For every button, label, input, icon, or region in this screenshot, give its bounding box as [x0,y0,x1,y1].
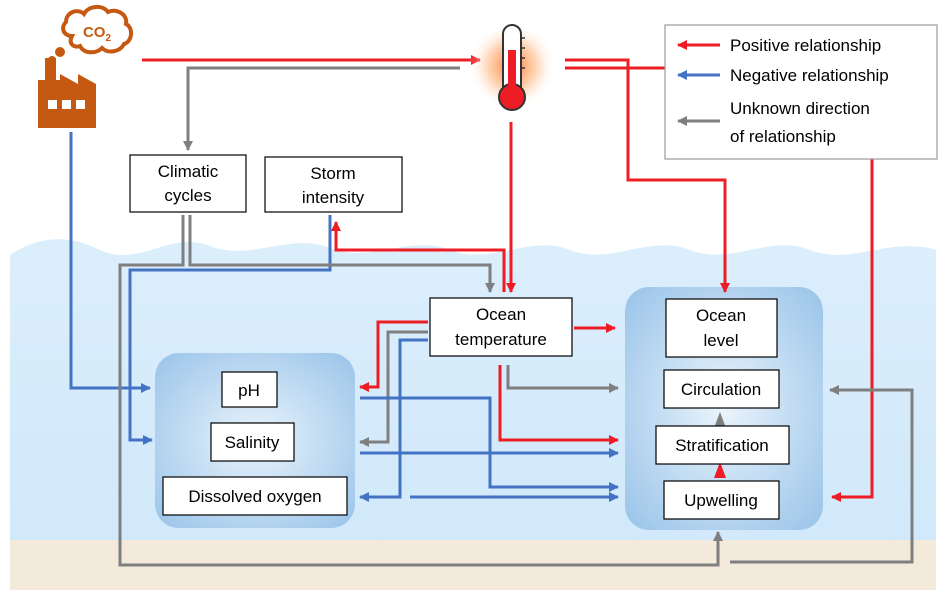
arrow-ocean-temperature-to-oxygen [359,338,428,502]
ocean-level-line2: level [704,331,739,350]
ph-label: pH [238,381,260,400]
ocean-temperature-line2: temperature [455,330,547,349]
stratification-label: Stratification [675,436,769,455]
arrow-loop-to-circulation [730,385,914,564]
node-ocean-temperature: Ocean temperature [429,297,573,357]
arrow-ph-to-upwelling [360,396,619,492]
legend: Positive relationship Negative relations… [664,24,938,160]
thermometer-icon [468,22,556,111]
arrow-temperature-to-ocean-level [565,58,730,293]
arrow-climatic-cycles-to-ocean-temperature [188,215,495,293]
arrow-ocean-temperature-to-stratification [498,365,619,445]
arrow-storm-to-salinity [128,215,332,445]
ocean-temperature-line1: Ocean [476,305,526,324]
arrow-ocean-temperature-to-salinity [359,330,428,447]
climatic-cycles-line1: Climatic [158,162,219,181]
node-salinity: Salinity [210,422,295,462]
upwelling-to-stratification-triangle [714,462,726,478]
arrow-ocean-temperature-to-storm [331,221,506,292]
node-ocean-level: Ocean level [665,298,778,358]
node-dissolved-oxygen: Dissolved oxygen [162,476,348,516]
storm-intensity-line2: intensity [302,188,365,207]
arrow-ocean-temperature-to-circulation [506,365,619,393]
storm-intensity-line1: Storm [310,164,355,183]
upwelling-label: Upwelling [684,491,758,510]
node-storm-intensity: Storm intensity [264,156,403,213]
factory-icon: CO2 [38,5,133,128]
co2-cloud-icon [61,5,133,55]
legend-negative-label: Negative relationship [730,66,889,85]
arrow-climatic-cycles-to-upwelling [118,215,723,567]
salinity-label: Salinity [225,433,280,452]
stratification-to-circulation-triangle [714,412,726,428]
dissolved-oxygen-label: Dissolved oxygen [188,487,321,506]
arrow-co2-to-ph [69,132,151,393]
node-climatic-cycles: Climatic cycles [129,154,247,213]
legend-positive-label: Positive relationship [730,36,881,55]
ocean-level-line1: Ocean [696,306,746,325]
legend-unknown-label-line1: Unknown direction [730,99,870,118]
circulation-label: Circulation [681,380,761,399]
node-circulation: Circulation [663,369,780,409]
node-ph: pH [221,371,278,408]
legend-unknown-label-line2: of relationship [730,127,836,146]
node-upwelling: Upwelling [663,480,780,520]
arrow-ocean-temperature-to-ph [359,320,428,392]
node-stratification: Stratification [655,425,790,465]
co2-label: CO2 [83,24,112,44]
connectors [69,55,914,567]
climatic-cycles-line2: cycles [164,186,211,205]
co2-subscript: 2 [105,33,111,44]
arrow-temperature-to-climatic-cycles [183,66,460,151]
